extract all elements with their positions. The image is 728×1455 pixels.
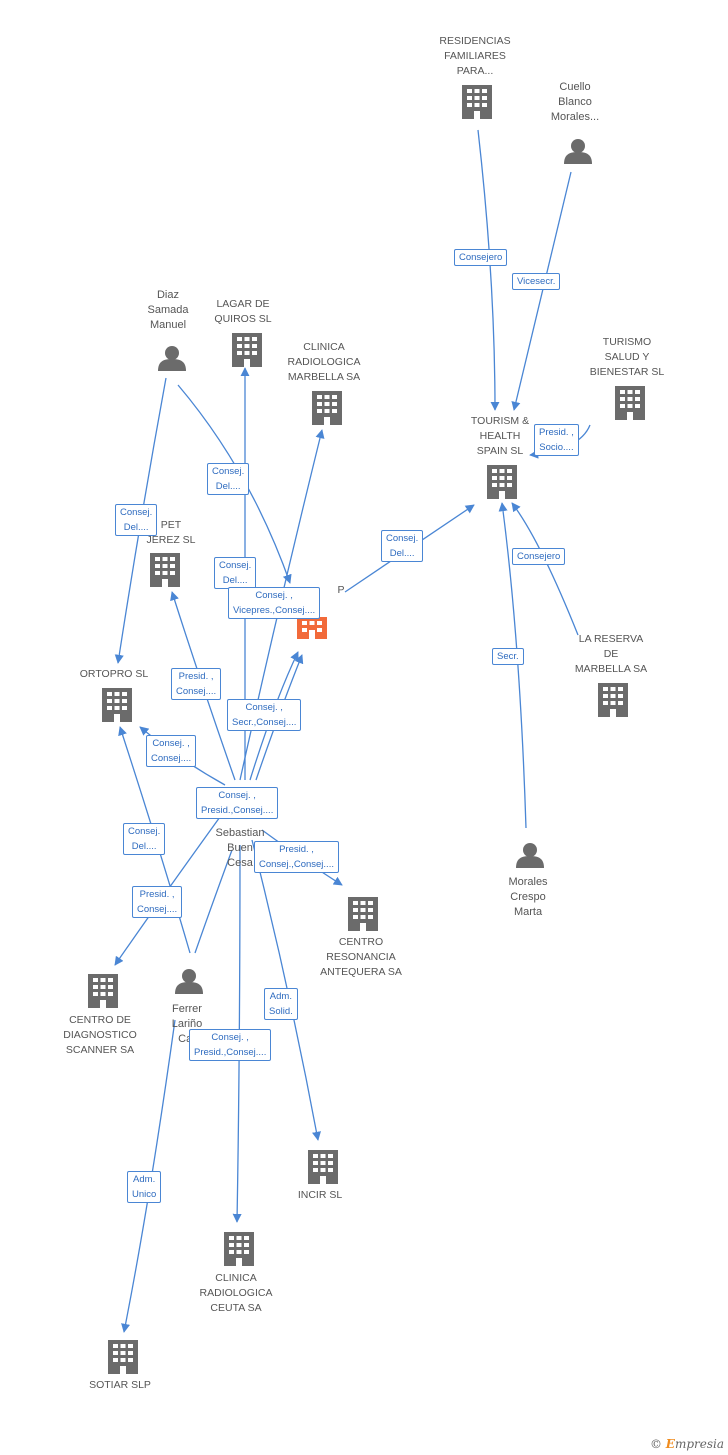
node-incir[interactable]: INCIR SL [297,1189,343,1201]
node-focus-suffix[interactable]: P [337,584,345,596]
edge-reserva-tourism [511,502,579,636]
node-cuello[interactable]: Cuello Blanco Morales... [550,81,600,123]
edge-label-presid-consej-antequera[interactable]: Presid. , Consej.,Consej.... [254,841,339,873]
node-tourism[interactable]: TOURISM & HEALTH SPAIN SL [470,415,530,457]
edge-residencias-tourism [477,129,500,411]
node-diaz[interactable]: Diaz Samada Manuel [147,289,189,331]
edge-label-adm-unico[interactable]: Adm. Unico [127,1171,162,1203]
edge-label-secr[interactable]: Secr. [492,648,524,665]
focus-company-building-icon [297,617,327,639]
ortopro-building-icon [102,688,132,722]
copyright-symbol: © [649,1437,662,1451]
edge-label-adm-solid[interactable]: Adm. Solid. [264,988,298,1020]
pet-jerez-building-icon [150,553,180,587]
edge-cuello-tourism [511,171,572,411]
clinica-marbella-building-icon [312,391,342,425]
node-morales[interactable]: Morales Crespo Marta [508,876,548,918]
sotiar-building-icon [108,1340,138,1374]
node-sotiar[interactable]: SOTIAR SLP [89,1379,151,1391]
edge-label-consej-del-diaz[interactable]: Consej. Del.... [115,504,158,536]
node-ortopro[interactable]: ORTOPRO SL [79,668,149,680]
incir-building-icon [308,1150,338,1184]
diaz-person-icon [158,346,186,371]
residencias-building-icon [462,85,492,119]
edge-label-secr-consej[interactable]: Consej. , Secr.,Consej.... [227,699,302,731]
node-centro-antequera[interactable]: CENTRO RESONANCIA ANTEQUERA SA [320,936,402,978]
node-residencias[interactable]: RESIDENCIAS FAMILIARES PARA... [439,35,511,77]
lagar-building-icon [232,333,262,367]
edge-label-vicepres[interactable]: Consej. , Vicepres.,Consej.... [228,587,321,619]
centro-scanner-building-icon [88,974,118,1008]
edge-label-consej-del-ortopro[interactable]: Consej. Del.... [123,823,166,855]
edge-label-presid-consej-scanner[interactable]: Presid. , Consej.... [132,886,183,918]
edge-label-consej-del-lagar[interactable]: Consej. Del.... [207,463,250,495]
edge-label-vicesecr[interactable]: Vicesecr. [512,273,561,290]
node-centro-scanner[interactable]: CENTRO DE DIAGNOSTICO SCANNER SA [63,1014,137,1056]
edge-label-presid-consej-pet[interactable]: Presid. , Consej.... [171,668,222,700]
edge-label-consej-consej[interactable]: Consej. , Consej.... [146,735,197,767]
ceuta-building-icon [224,1232,254,1266]
edge-label-consej-presid-ceuta[interactable]: Consej. , Presid.,Consej.... [189,1029,272,1061]
cuello-person-icon [564,139,592,164]
tourism-building-icon [487,465,517,499]
edge-label-consej-del-tourism[interactable]: Consej. Del.... [381,530,424,562]
node-turismo[interactable]: TURISMO SALUD Y BIENESTAR SL [589,336,665,378]
edge-label-consej-presid[interactable]: Consej. , Presid.,Consej.... [196,787,279,819]
node-lagar[interactable]: LAGAR DE QUIROS SL [214,298,272,325]
turismo-building-icon [615,386,645,420]
brand-initial: E [665,1437,675,1451]
morales-person-icon [516,843,544,868]
centro-antequera-building-icon [348,897,378,931]
edge-label-presid-socio[interactable]: Presid. , Socio.... [534,424,579,456]
node-la-reserva[interactable]: LA RESERVA DE MARBELLA SA [574,633,648,675]
edge-label-consejero-reserva[interactable]: Consejero [512,548,566,565]
edge-label-consej-del-focus[interactable]: Consej. Del.... [214,557,257,589]
node-sebastian[interactable]: Sebastian Buen Cesa [215,827,265,869]
node-ceuta[interactable]: CLINICA RADIOLOGICA CEUTA SA [199,1272,273,1314]
ferrer-person-icon [175,969,203,994]
brand-name: mpresia [674,1437,724,1451]
empresia-watermark: © Empresia [650,1437,724,1451]
node-clinica-marbella[interactable]: CLINICA RADIOLOGICA MARBELLA SA [287,341,361,383]
la-reserva-building-icon [598,683,628,717]
node-pet-jerez[interactable]: PET JEREZ SL [146,519,196,546]
edge-label-consejero[interactable]: Consejero [454,249,508,266]
edge-sebastian-ferrer [194,849,233,954]
